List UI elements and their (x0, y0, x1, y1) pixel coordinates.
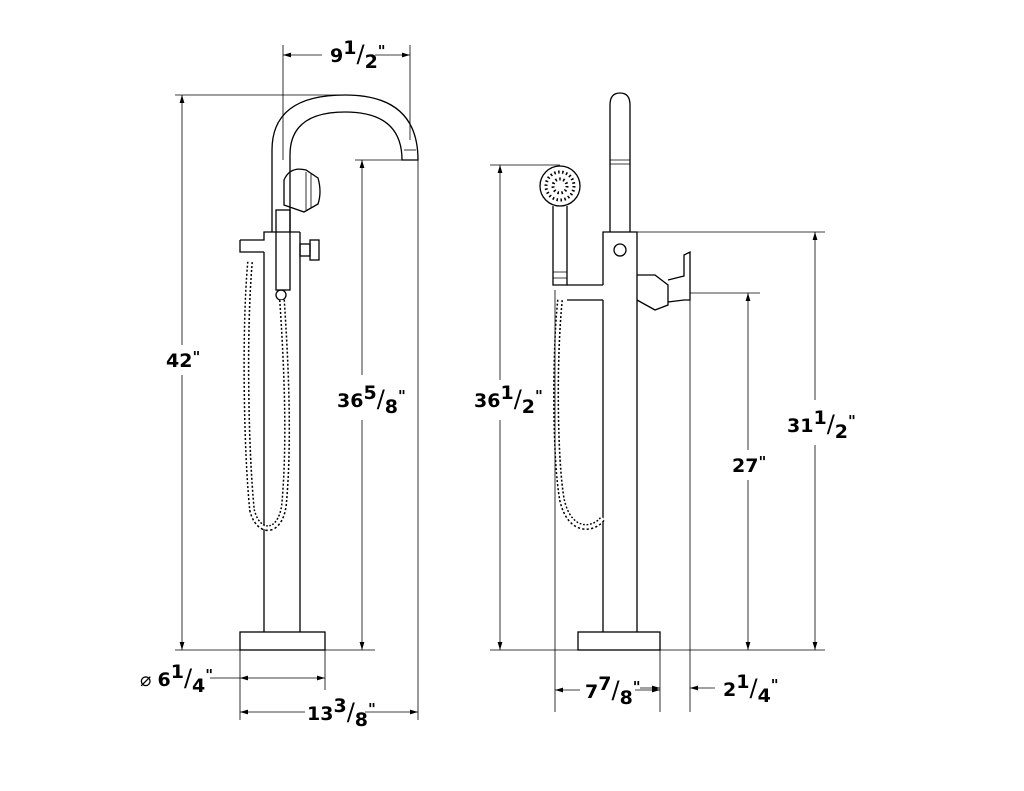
dimension-unit: " (398, 387, 406, 405)
dimension-den: 2 (835, 421, 848, 443)
dimension-whole: 36 (337, 390, 363, 412)
dimension-den: 8 (620, 687, 633, 709)
dimension-den: 2 (522, 396, 535, 418)
fraction-slash: / (611, 676, 620, 704)
side-view-dimensions (490, 164, 825, 712)
dimension-whole: 13 (307, 703, 333, 725)
dimension-label-handle-height: 27" (732, 453, 766, 477)
dimension-unit: " (758, 453, 766, 471)
fraction-slash: / (514, 385, 523, 413)
dimension-unit: " (192, 348, 200, 366)
hose-side (553, 299, 606, 530)
dimension-label-handshower-height: 361/2" (474, 382, 543, 418)
dimension-den: 8 (385, 396, 398, 418)
diverter-knob (613, 243, 627, 257)
svg-text:21/4": 21/4" (723, 671, 779, 707)
dimension-label-body-height: 311/2" (787, 407, 856, 443)
column-side (602, 231, 638, 632)
handshower-arm (567, 284, 603, 301)
dimension-num: 7 (598, 673, 611, 695)
dimension-label-spout-height: 365/8" (337, 382, 406, 418)
dimension-unit: " (633, 678, 641, 696)
dimension-whole: 36 (474, 390, 500, 412)
dimension-label-spout-reach: 91/2" (330, 37, 386, 73)
dimension-num: 1 (500, 382, 513, 404)
fraction-slash: / (749, 674, 758, 702)
dimension-unit: " (848, 412, 856, 430)
hose-inner (244, 261, 289, 530)
svg-text:133/8": 133/8" (307, 695, 376, 731)
dimension-unit: " (771, 676, 779, 694)
handshower (275, 168, 321, 301)
fraction-slash: / (356, 40, 365, 68)
spout-band (610, 159, 630, 165)
dimension-unit: " (368, 700, 376, 718)
dimension-num: 3 (333, 695, 346, 717)
dimension-whole: 27 (732, 455, 758, 477)
dimension-num: 1 (171, 661, 184, 683)
side-view-faucet (539, 92, 691, 651)
dimension-label-side-width: 77/8" (585, 673, 641, 709)
dimension-label-overall-height: 42" (166, 348, 200, 372)
fraction-slash: / (827, 410, 836, 438)
dimension-whole: 7 (585, 681, 598, 703)
dimension-den: 4 (192, 675, 205, 697)
spout-side (609, 92, 631, 232)
dimension-unit: " (205, 666, 213, 684)
svg-text:77/8": 77/8" (585, 673, 641, 709)
dimension-whole: 2 (723, 679, 736, 701)
dimension-whole: 42 (166, 350, 192, 372)
base-plate (239, 631, 326, 651)
dimension-unit: " (535, 387, 543, 405)
dimension-num: 1 (813, 407, 826, 429)
dimension-num: 5 (363, 382, 376, 404)
dimension-unit: " (378, 42, 386, 60)
dimension-den: 8 (355, 709, 368, 731)
dimension-den: 2 (365, 51, 378, 73)
column (263, 232, 301, 632)
svg-text:⌀ 61/4": ⌀ 61/4" (140, 661, 213, 697)
valve-knob (309, 239, 320, 261)
svg-text:27": 27" (732, 453, 766, 477)
valve-body (239, 231, 300, 253)
fraction-slash: / (377, 385, 386, 413)
dimension-num: 1 (343, 37, 356, 59)
dimension-label-overall-depth: 133/8" (307, 695, 376, 731)
spout (271, 94, 419, 232)
dimension-prefix: ⌀ (140, 669, 157, 691)
dimension-labels: 91/2"42"365/8"⌀ 61/4"133/8"361/2"27"311/… (140, 37, 856, 731)
svg-text:361/2": 361/2" (474, 382, 543, 418)
valve-knob-stem (299, 243, 311, 257)
svg-text:311/2": 311/2" (787, 407, 856, 443)
fraction-slash: / (347, 698, 356, 726)
handshower-side (539, 165, 581, 286)
dimension-den: 4 (758, 685, 771, 707)
fraction-slash: / (184, 664, 193, 692)
dimension-whole: 9 (330, 45, 343, 67)
svg-text:42": 42" (166, 348, 200, 372)
dimension-label-base-diameter: ⌀ 61/4" (140, 661, 213, 697)
base-plate-side (577, 631, 661, 651)
svg-text:91/2": 91/2" (330, 37, 386, 73)
dimension-whole: 6 (157, 669, 170, 691)
front-view-dimensions (175, 45, 419, 720)
dimension-num: 1 (736, 671, 749, 693)
front-view-faucet (239, 94, 419, 651)
handle-lever (636, 250, 691, 311)
dimension-whole: 31 (787, 415, 813, 437)
svg-text:365/8": 365/8" (337, 382, 406, 418)
hose-side-inner (554, 299, 605, 529)
dimension-label-handle-projection: 21/4" (723, 671, 779, 707)
